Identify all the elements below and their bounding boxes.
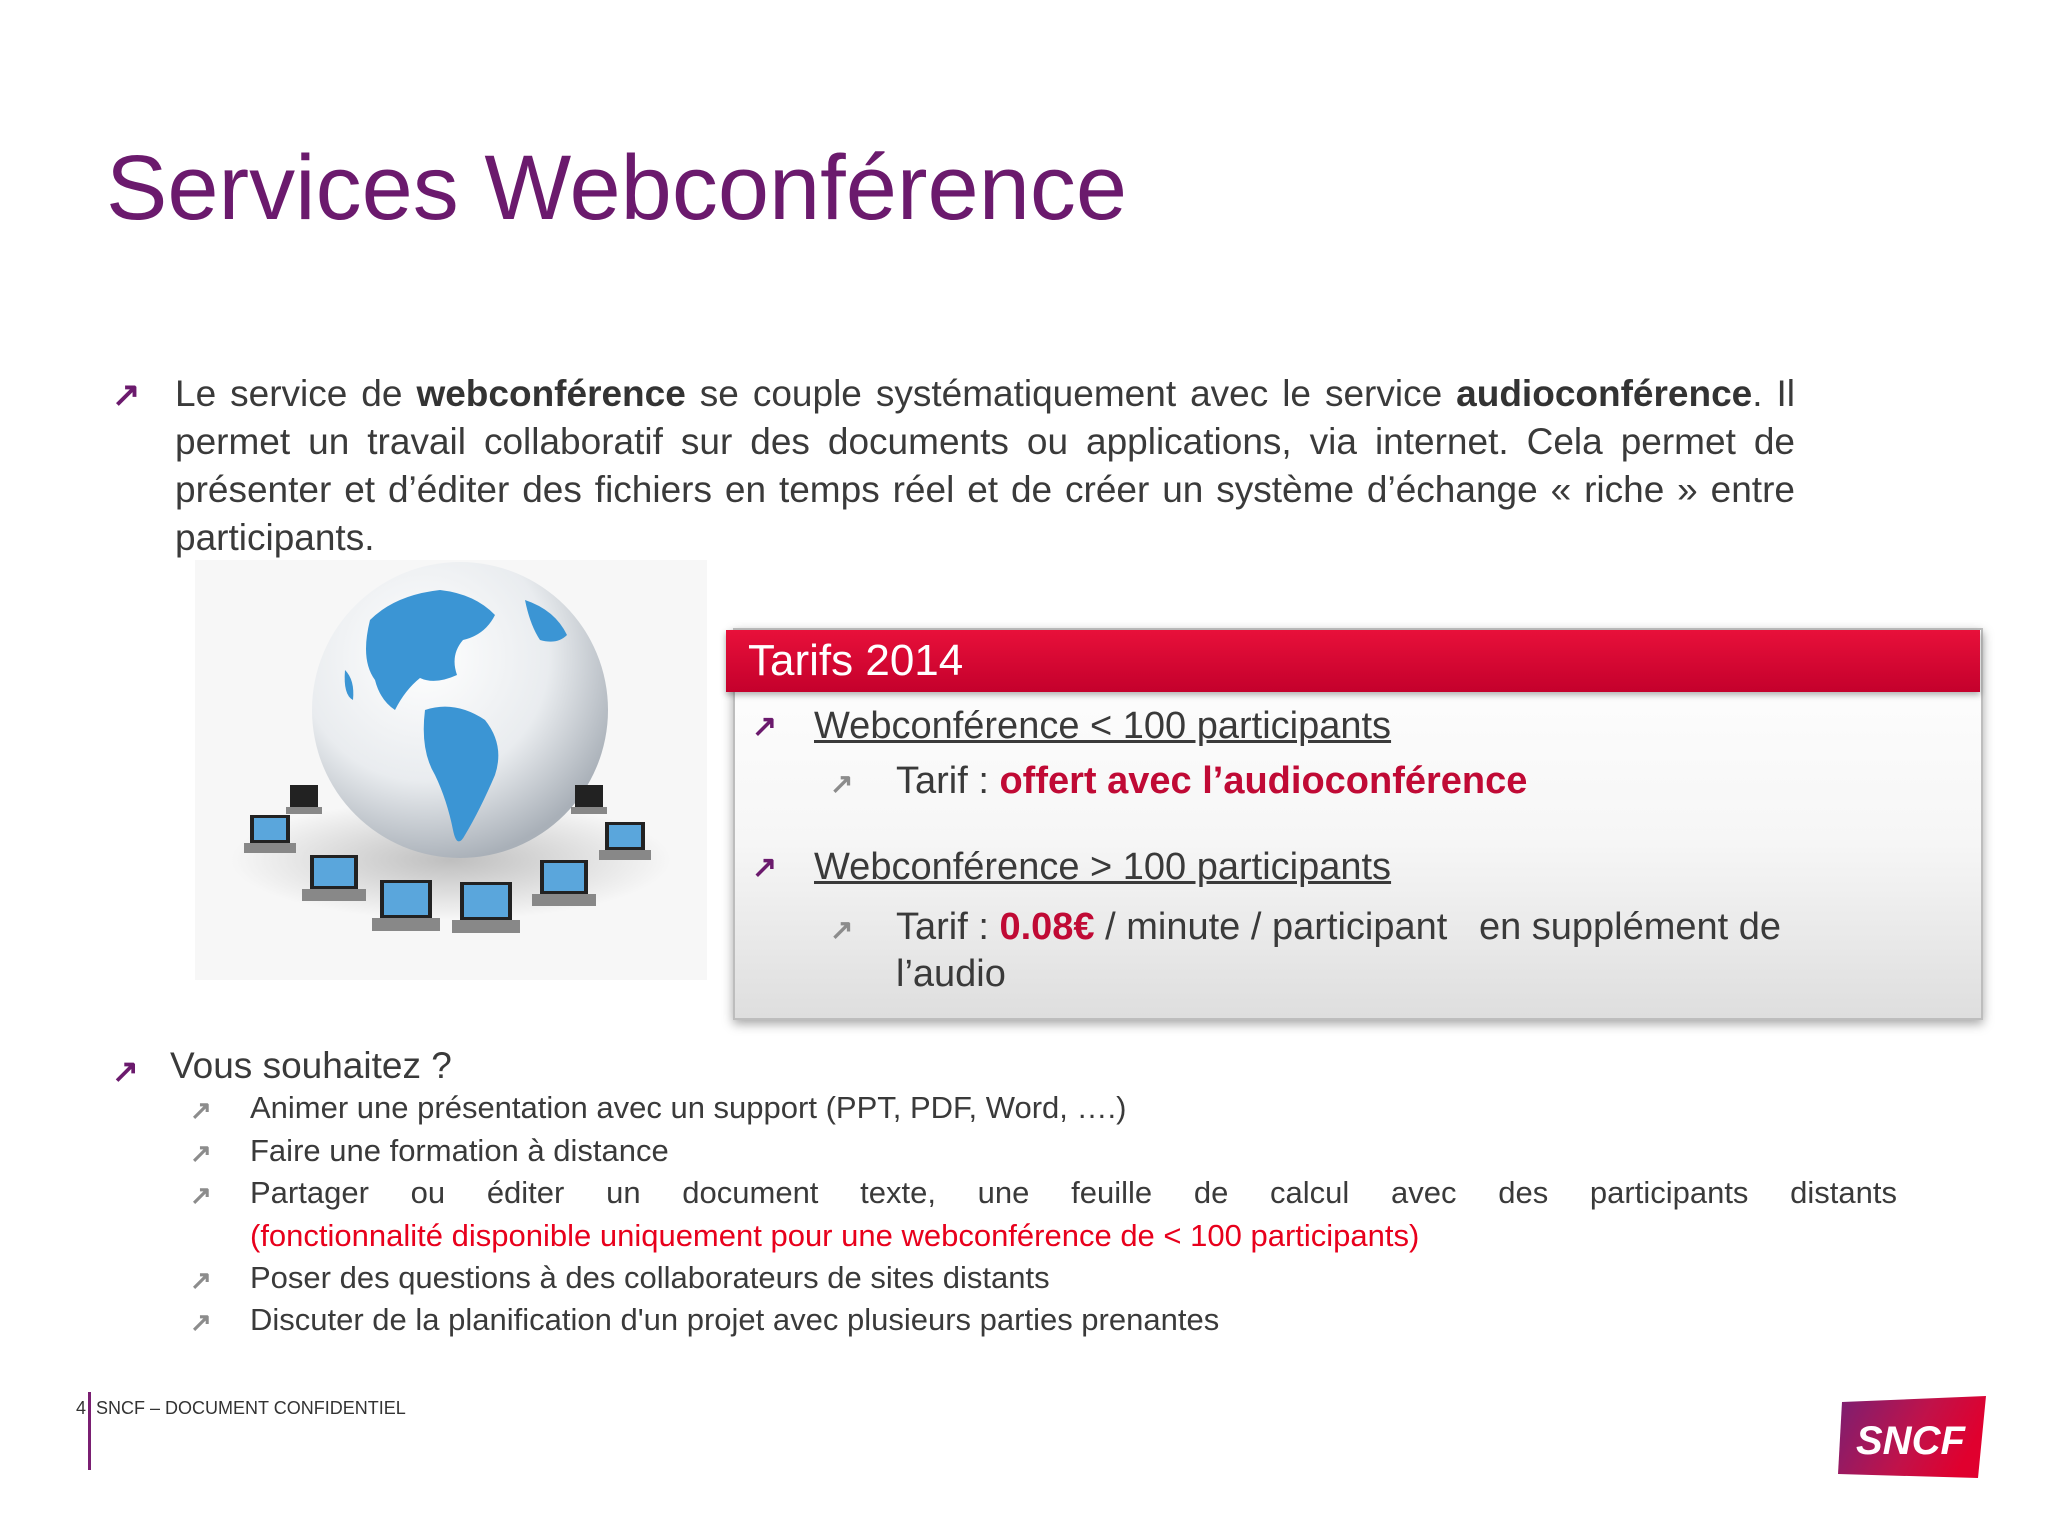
sncf-logo-icon: SNCF: [1838, 1396, 1986, 1478]
footer: 4 SNCF – DOCUMENT CONFIDENTIEL: [76, 1398, 406, 1419]
sub-bullet-arrow-icon: ↗: [190, 1095, 212, 1125]
tarif-value-price: 0.08€: [999, 906, 1095, 948]
intro-paragraph: Le service de webconférence se couple sy…: [175, 370, 1795, 562]
tarifs-header: Tarifs 2014: [726, 630, 1980, 692]
sub-bullet-arrow-icon: ↗: [830, 914, 854, 945]
tarif-item-over-100: Webconférence > 100 participants: [814, 846, 1392, 888]
tarif-detail-under-100: Tarif : offert avec l’audioconférence: [896, 760, 1528, 802]
tarif-value-offered: offert avec l’audioconférence: [999, 760, 1528, 802]
tarif-detail-over-100-line2: l’audio: [896, 953, 1006, 995]
intro-text-1: Le service de: [175, 373, 417, 414]
sub-bullet-arrow-icon: ↗: [830, 768, 854, 799]
sub-bullet-arrow-icon: ↗: [190, 1307, 212, 1337]
bullet-arrow-icon: ↗: [112, 1053, 139, 1089]
intro-bold-webconference: webconférence: [416, 373, 686, 414]
vous-item-3-note: (fonctionnalité disponible uniquement po…: [250, 1218, 1420, 1253]
bullet-arrow-icon: ↗: [752, 710, 778, 743]
bullet-arrow-icon: ↗: [112, 376, 141, 414]
footer-text: SNCF – DOCUMENT CONFIDENTIEL: [96, 1398, 406, 1418]
page-number: 4: [76, 1398, 87, 1418]
page-title: Services Webconférence: [106, 137, 1128, 239]
globe-icon: [231, 562, 671, 933]
vous-item-2: Faire une formation à distance: [250, 1133, 669, 1168]
sub-bullet-arrow-icon: ↗: [190, 1138, 212, 1168]
vous-item-3: Partager ou éditer un document texte, un…: [250, 1175, 1897, 1210]
vous-item-5: Discuter de la planification d'un projet…: [250, 1302, 1220, 1337]
intro-text-2: se couple systématiquement avec le servi…: [685, 373, 1457, 414]
laptop-icon: [244, 785, 651, 933]
tarif-detail-over-100: Tarif : 0.08€ / minute / participant en …: [896, 906, 1782, 948]
svg-text:SNCF: SNCF: [1856, 1419, 1966, 1463]
vous-item-1: Animer une présentation avec un support …: [250, 1090, 1127, 1125]
bullet-arrow-icon: ↗: [752, 851, 778, 884]
tarifs-box: [733, 628, 1983, 1020]
vous-heading: Vous souhaitez ?: [170, 1045, 452, 1086]
tarif-item-under-100: Webconférence < 100 participants: [814, 705, 1392, 747]
sub-bullet-arrow-icon: ↗: [190, 1265, 212, 1295]
intro-text-3: . Il permet un travail collaboratif sur …: [175, 373, 1795, 558]
sncf-logo: SNCF: [1838, 1394, 1990, 1480]
globe-illustration: [195, 560, 707, 980]
sub-bullet-arrow-icon: ↗: [190, 1180, 212, 1210]
vous-item-4: Poser des questions à des collaborateurs…: [250, 1260, 1050, 1295]
intro-bold-audioconference: audioconférence: [1456, 373, 1753, 414]
footer-divider: [88, 1392, 91, 1470]
